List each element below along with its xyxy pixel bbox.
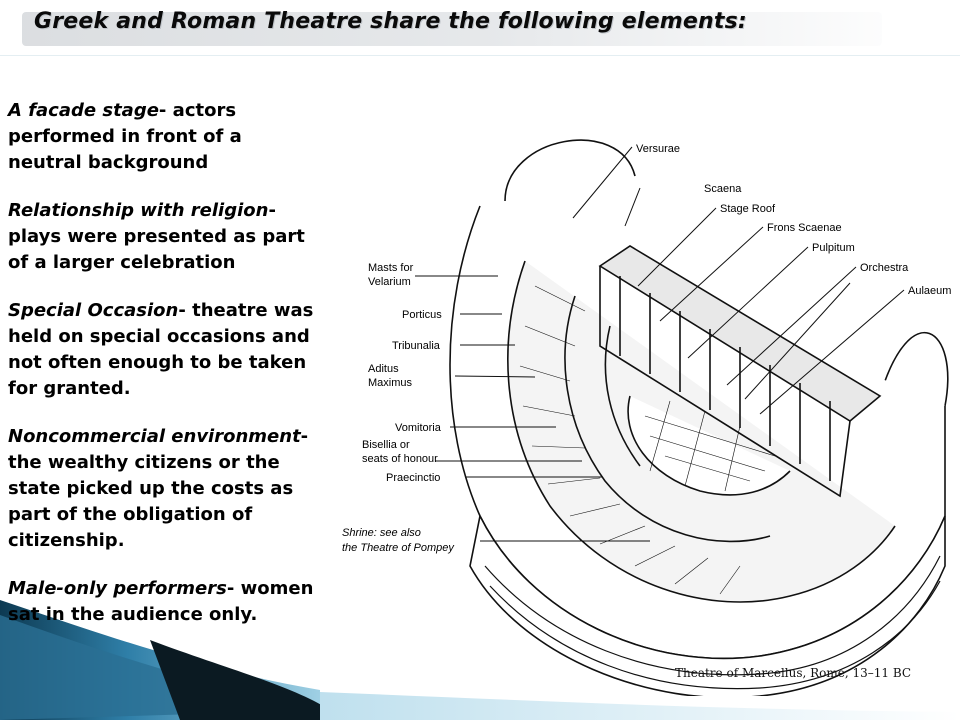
title-divider (0, 55, 960, 56)
label-pulpitum: Pulpitum (812, 242, 855, 254)
label-stage-roof: Stage Roof (720, 203, 776, 215)
element-term: Special Occasion (8, 300, 179, 321)
label-aditus-line1: Aditus (368, 363, 399, 375)
element-term: Relationship with religion (8, 200, 269, 221)
list-item: Relationship with religion- plays were p… (8, 198, 320, 276)
label-masts-line2: Velarium (368, 276, 411, 288)
element-term: A facade stage (8, 100, 159, 121)
term-separator: - (178, 300, 193, 321)
theatre-drawing (449, 139, 949, 696)
term-separator: - (226, 578, 241, 599)
term-separator: - (300, 426, 309, 447)
list-item: Noncommercial environment- the wealthy c… (8, 424, 320, 554)
label-vomitoria: Vomitoria (395, 422, 442, 434)
list-item: Special Occasion- theatre was held on sp… (8, 298, 320, 402)
elements-list: A facade stage- actors performed in fron… (8, 98, 320, 650)
element-description: women sat in the audience only. (8, 578, 314, 625)
list-item: A facade stage- actors performed in fron… (8, 98, 320, 176)
label-orchestra: Orchestra (860, 262, 909, 274)
label-versurae: Versurae (636, 143, 680, 155)
label-masts-line1: Masts for (368, 262, 414, 274)
title-highlight (22, 12, 882, 46)
title-bar: Greek and Roman Theatre share the follow… (0, 0, 960, 58)
term-separator: - (158, 100, 173, 121)
figure-caption: Theatre of Marcellus, Rome, 13–11 BC (675, 666, 912, 680)
label-bisellia-line2: seats of honour (362, 453, 438, 465)
element-description: plays were presented as part of a larger… (8, 226, 305, 273)
label-shrine-line1: Shrine: see also (342, 527, 421, 539)
label-frons-scaenae: Frons Scaenae (767, 222, 842, 234)
label-praecinctio: Praecinctio (386, 472, 440, 484)
theatre-illustration: Versurae Scaena Stage Roof Frons Scaenae… (342, 139, 951, 696)
element-term: Male-only performers (8, 578, 227, 599)
term-separator: - (268, 200, 276, 221)
leader-lines (415, 146, 905, 542)
label-porticus: Porticus (402, 309, 442, 321)
theatre-diagram: Versurae Scaena Stage Roof Frons Scaenae… (320, 96, 960, 696)
slide-title: Greek and Roman Theatre share the follow… (34, 9, 747, 34)
element-description: theatre was held on special occasions an… (8, 300, 314, 399)
label-aditus-line2: Maximus (368, 377, 413, 389)
list-item: Male-only performers- women sat in the a… (8, 576, 320, 628)
label-aulaeum: Aulaeum (908, 285, 951, 297)
element-description: the wealthy citizens or the state picked… (8, 452, 294, 551)
label-scaena: Scaena (704, 183, 742, 195)
decorative-swoosh (0, 600, 960, 720)
label-bisellia-line1: Bisellia or (362, 439, 410, 451)
label-shrine-line2: the Theatre of Pompey (342, 542, 455, 554)
element-description: actors performed in front of a neutral b… (8, 100, 242, 173)
label-tribunalia: Tribunalia (392, 340, 441, 352)
element-term: Noncommercial environment (8, 426, 301, 447)
